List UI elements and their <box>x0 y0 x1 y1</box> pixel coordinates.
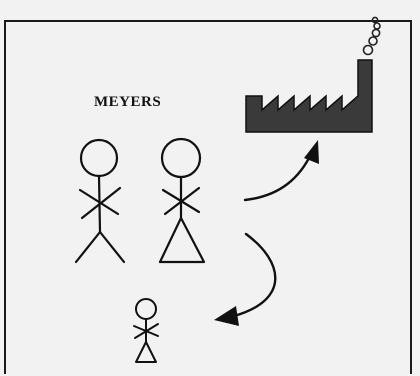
woman-stick-figure-icon <box>158 137 206 264</box>
child-stick-figure-icon <box>133 298 159 363</box>
arrow-to-factory-icon <box>243 140 319 202</box>
man-stick-figure-icon <box>74 138 126 264</box>
family-label: MEYERS <box>94 94 162 110</box>
arrow-to-child-icon <box>214 232 277 326</box>
factory-icon <box>245 16 381 133</box>
diagram-frame <box>4 20 412 374</box>
